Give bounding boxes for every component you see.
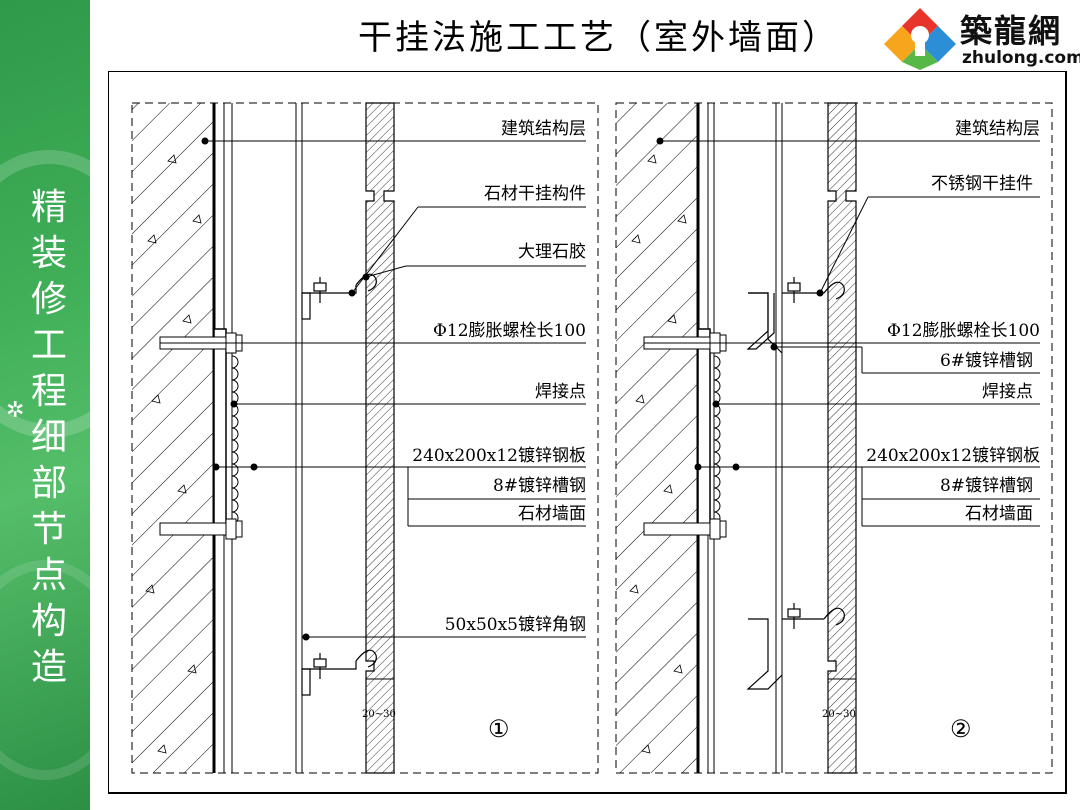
sidebar-title: 精装修工程细部节点构造: [30, 187, 67, 688]
sidebar-swoosh-decoration: [0, 560, 90, 780]
diagram-number: ①: [488, 715, 510, 743]
drawing-frame: [108, 71, 1067, 794]
diagram-2: [615, 102, 1053, 774]
label-bolt: Φ12膨胀螺栓长100: [887, 321, 1040, 341]
concrete-structure: [616, 103, 698, 773]
label-stone: 石材墙面: [965, 504, 1033, 524]
label-channel: 8#镀锌槽钢: [493, 476, 586, 496]
star-icon: ✲: [6, 398, 25, 423]
dimension-label: 20~30: [362, 709, 396, 720]
diagram-number: ②: [950, 715, 972, 743]
label-channel6: 6#镀锌槽钢: [940, 351, 1033, 371]
sidebar-swoosh-decoration: [0, 150, 90, 438]
zhulong-logo: 築龍網 zhulong.com: [882, 4, 1080, 70]
label-bolt: Φ12膨胀螺栓长100: [433, 321, 586, 341]
label-structure: 建筑结构层: [501, 119, 586, 139]
sidebar: ✲ 精装修工程细部节点构造: [0, 0, 90, 810]
dimension-label: 20~30: [822, 709, 856, 720]
label-channel: 8#镀锌槽钢: [940, 476, 1033, 496]
label-glue: 大理石胶: [518, 242, 586, 262]
label-hanger: 石材干挂构件: [484, 184, 586, 204]
label-weld: 焊接点: [982, 382, 1033, 402]
logo-diamond-icon: [884, 8, 956, 70]
label-angle: 50x50x5镀锌角钢: [445, 615, 586, 635]
logo-name: 築龍網: [960, 12, 1063, 50]
label-stone: 石材墙面: [518, 504, 586, 524]
label-weld: 焊接点: [535, 382, 586, 402]
concrete-structure: [132, 103, 214, 773]
stone-panel: [827, 102, 857, 774]
label-hanger: 不锈钢干挂件: [931, 174, 1033, 194]
stone-panel: [365, 102, 395, 774]
diagram-1-labels: 建筑结构层 石材干挂构件 大理石胶 Φ12膨胀螺栓长100 焊接点 240x20…: [362, 119, 586, 743]
label-plate: 240x200x12镀锌钢板: [866, 446, 1040, 466]
construction-drawing: 建筑结构层 石材干挂构件 大理石胶 Φ12膨胀螺栓长100 焊接点 240x20…: [108, 71, 1067, 794]
page-title: 干挂法施工工艺（室外墙面）: [358, 18, 839, 58]
logo-url: zhulong.com: [962, 48, 1080, 68]
label-structure: 建筑结构层: [955, 119, 1040, 139]
diagram-1: [131, 102, 599, 774]
label-plate: 240x200x12镀锌钢板: [412, 446, 586, 466]
diagram-2-labels: 建筑结构层 不锈钢干挂件 Φ12膨胀螺栓长100 6#镀锌槽钢 焊接点 240x…: [822, 119, 1040, 743]
